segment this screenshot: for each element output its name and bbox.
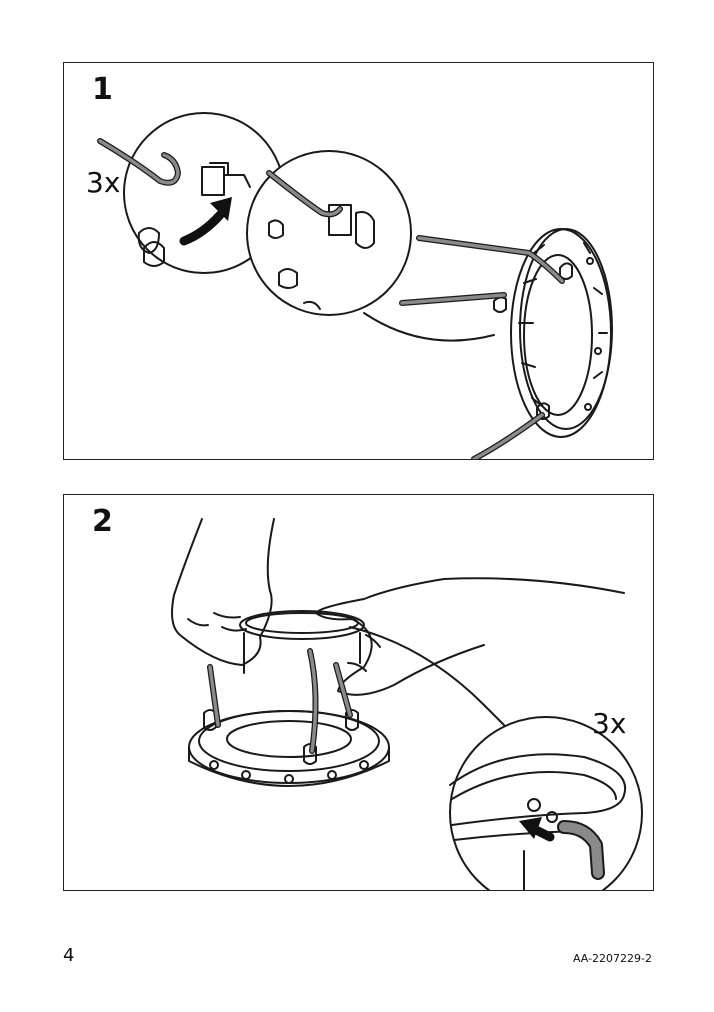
- step-1-panel: 1 3x: [63, 62, 654, 460]
- step-2-illustration: [171, 518, 643, 890]
- step-1-count-label: 3x: [86, 166, 121, 199]
- push-arrow-icon: [519, 817, 555, 842]
- step-2-number: 2: [92, 504, 113, 539]
- step-1-illustration: [97, 112, 613, 459]
- document-code: AA-2207229-2: [572, 952, 652, 965]
- step-1-number: 1: [92, 72, 113, 107]
- page-number: 4: [63, 945, 75, 966]
- step-2-panel: 2 3x: [63, 494, 654, 891]
- curved-arrow-icon: [179, 197, 232, 246]
- step-2-count-label: 3x: [592, 707, 627, 740]
